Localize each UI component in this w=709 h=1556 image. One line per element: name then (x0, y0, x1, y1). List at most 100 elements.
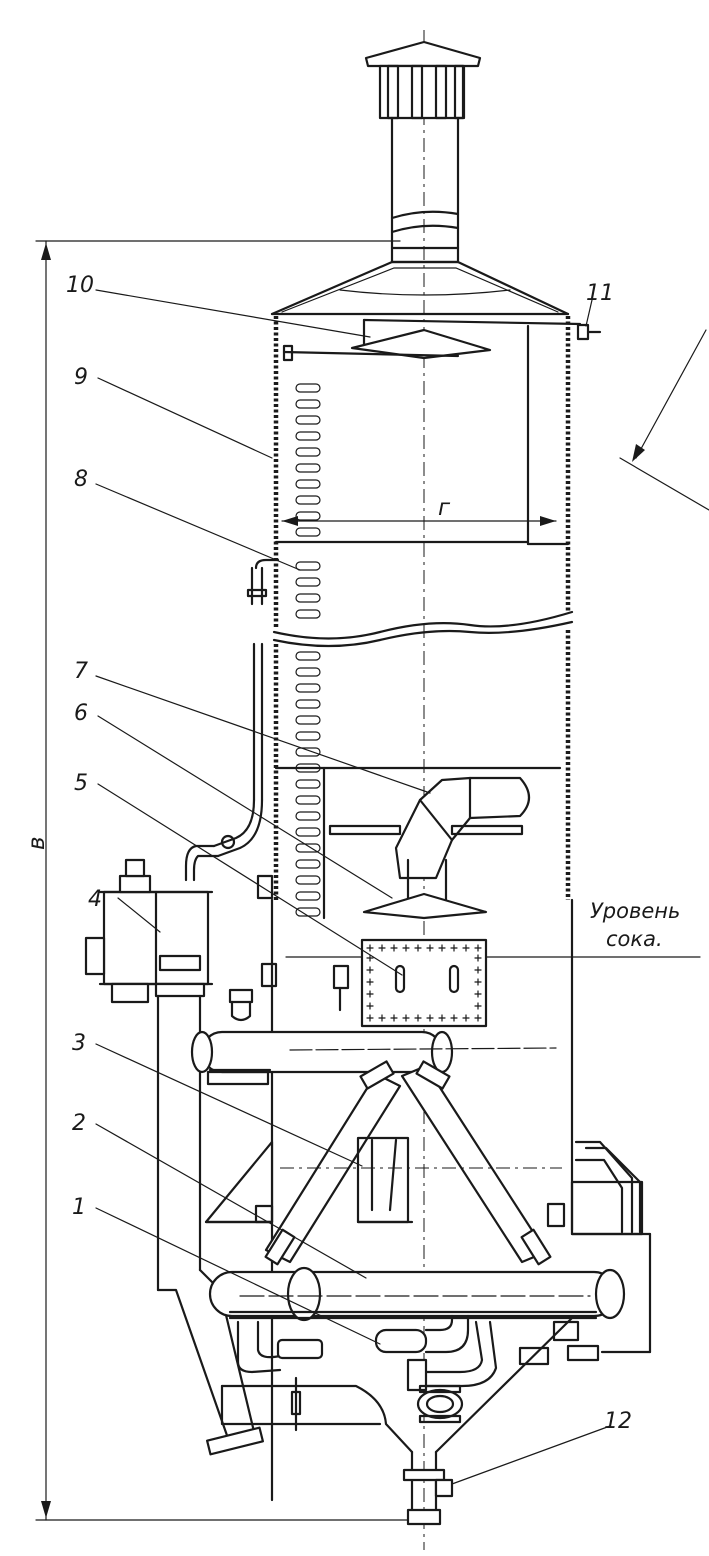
plus-mark (438, 944, 446, 952)
slot (295, 463, 321, 473)
plus-mark (366, 990, 374, 998)
plus-mark (474, 966, 482, 974)
slot (295, 479, 321, 489)
slot (295, 383, 321, 393)
left-bracket (204, 1140, 274, 1224)
right-side-pipes (546, 1140, 652, 1354)
number-labels: 10 11 9 8 7 6 5 4 3 2 1 12 (66, 273, 632, 1434)
label-7: 7 (74, 659, 88, 684)
label-1: 1 (72, 1195, 86, 1220)
upper-collector (190, 1030, 557, 1086)
slot (295, 495, 321, 505)
slot (295, 577, 321, 587)
plus-mark (414, 1014, 422, 1022)
plus-mark (402, 944, 410, 952)
slot (295, 609, 321, 619)
plus-mark (414, 944, 422, 952)
slot (295, 779, 321, 789)
plus-mark (462, 1014, 470, 1022)
leader-lines (95, 289, 611, 1485)
conical-roof (270, 260, 570, 316)
separator (84, 858, 214, 1004)
width-dimension: г (281, 495, 557, 526)
plus-mark (366, 1014, 374, 1022)
plus-mark (474, 990, 482, 998)
plus-mark (366, 944, 374, 952)
label-10: 10 (66, 273, 94, 298)
label-3: 3 (72, 1031, 86, 1056)
gas-inlet (328, 776, 531, 920)
slot (295, 683, 321, 693)
chimney-cap (364, 40, 482, 120)
slot (295, 715, 321, 725)
plus-mark (450, 944, 458, 952)
slot (295, 399, 321, 409)
slot (295, 561, 321, 571)
label-5: 5 (74, 771, 88, 796)
chimney-pipe (390, 116, 460, 264)
plus-mark (426, 1014, 434, 1022)
label-4: 4 (88, 887, 102, 912)
plus-mark (462, 944, 470, 952)
plus-mark (474, 1014, 482, 1022)
plus-mark (366, 966, 374, 974)
slot (295, 827, 321, 837)
plus-mark (366, 1002, 374, 1010)
plus-mark (402, 1014, 410, 1022)
slot (295, 795, 321, 805)
inclined-tubes (264, 1060, 552, 1266)
slot (295, 875, 321, 885)
plus-mark (450, 1014, 458, 1022)
nozzle-11 (576, 323, 602, 341)
slot (295, 415, 321, 425)
plus-mark (366, 978, 374, 986)
label-12: 12 (604, 1409, 632, 1434)
width-dimension-label: г (438, 495, 451, 521)
slot (295, 747, 321, 757)
height-dimension-label: в (24, 836, 50, 850)
slot (295, 907, 321, 917)
lower-collector (208, 1266, 626, 1322)
slot (295, 891, 321, 901)
bottom-cone (220, 1316, 574, 1526)
plus-mark (366, 954, 374, 962)
bottom-u-pipes (236, 1314, 600, 1392)
slot (295, 593, 321, 603)
plus-mark (378, 1014, 386, 1022)
slot (295, 859, 321, 869)
plus-mark (390, 944, 398, 952)
top-distributor (282, 318, 582, 546)
inner-baffle (280, 1136, 562, 1224)
slot (295, 431, 321, 441)
juice-level-label-2: сока. (606, 927, 663, 951)
sieve-plate-marks (366, 944, 482, 1022)
slot (295, 651, 321, 661)
plus-mark (474, 1002, 482, 1010)
slot (295, 667, 321, 677)
label-8: 8 (74, 467, 88, 492)
slot (295, 843, 321, 853)
slot (295, 811, 321, 821)
slot (295, 699, 321, 709)
plus-mark (426, 944, 434, 952)
plus-mark (474, 944, 482, 952)
plus-mark (438, 1014, 446, 1022)
plus-mark (390, 1014, 398, 1022)
label-11: 11 (586, 281, 614, 306)
plus-mark (474, 954, 482, 962)
plus-mark (378, 944, 386, 952)
view-arrow (619, 329, 709, 511)
height-dimension: в (24, 240, 421, 1521)
label-2: 2 (72, 1111, 86, 1136)
label-6: 6 (74, 701, 88, 726)
slot (295, 511, 321, 521)
slot (295, 527, 321, 537)
slot (295, 447, 321, 457)
external-pipe (184, 558, 280, 882)
label-9: 9 (74, 365, 88, 390)
juice-level-label-1: Уровень (590, 899, 680, 923)
slot-column (295, 383, 321, 917)
level-fittings (228, 874, 350, 1022)
slot (295, 731, 321, 741)
